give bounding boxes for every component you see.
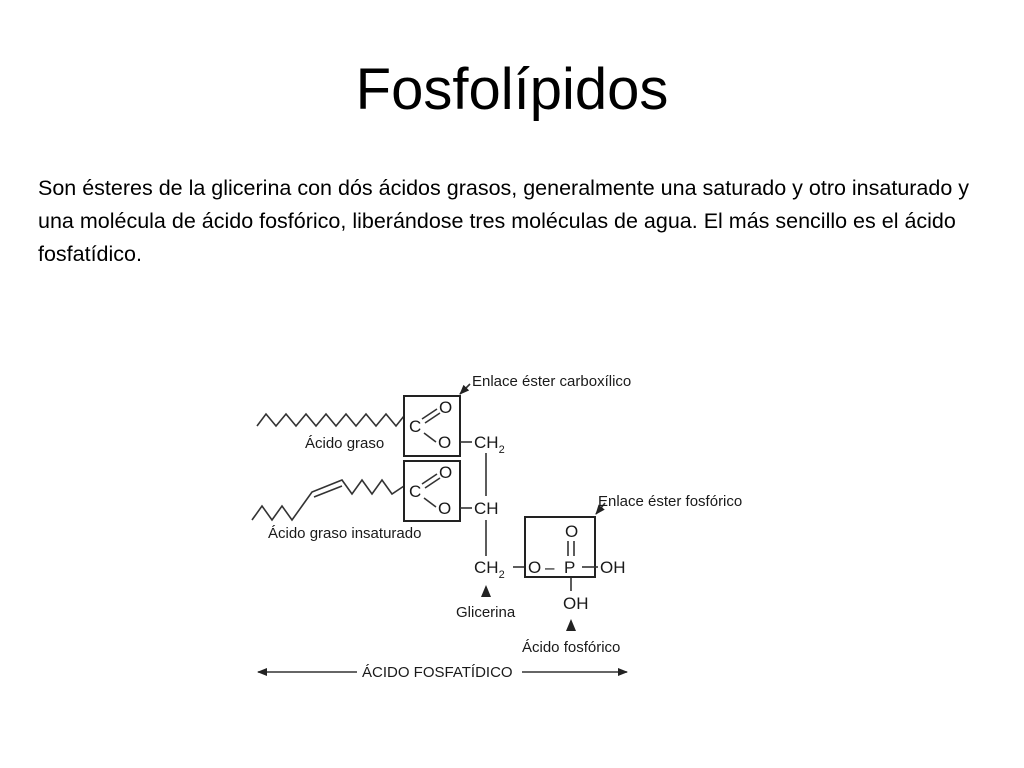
ch2-group-bottom: CH2	[474, 558, 505, 581]
ch2-group-top: CH2	[474, 433, 505, 456]
hydroxyl-bottom: OH	[563, 594, 589, 613]
ch-group: CH	[474, 499, 499, 518]
slide-title: Fosfolípidos	[355, 57, 669, 122]
arrow-ester-fosforico	[595, 502, 606, 515]
carbonyl-double-bond-1a	[421, 408, 438, 420]
label-acido-fosfatidico: ÁCIDO FOSFATÍDICO	[362, 664, 513, 681]
ester-box-unsaturated	[403, 460, 461, 522]
oxygen-atom-phosphate-ester: O	[528, 558, 541, 577]
oxygen-atom-ester-2: O	[438, 499, 451, 518]
carbonyl-double-bond-2b	[424, 477, 441, 489]
oxygen-atom-carbonyl-1: O	[439, 398, 452, 417]
label-ester-fosforico: Enlace éster fosfórico	[598, 493, 742, 510]
arrow-acido-fosforico	[566, 619, 576, 631]
dash-o-p: –	[545, 558, 555, 577]
unsaturated-fatty-acid-chain	[251, 478, 405, 522]
phosphorus-atom: P	[564, 558, 575, 577]
label-acido-fosforico: Ácido fosfórico	[522, 639, 620, 656]
label-ester-carboxilico: Enlace éster carboxílico	[472, 373, 631, 390]
arrow-ester-carboxilico	[459, 383, 471, 395]
label-glicerina: Glicerina	[456, 604, 516, 621]
oxygen-atom-carbonyl-2: O	[439, 463, 452, 482]
carbon-atom-1: C	[409, 417, 421, 436]
slide-body-text: Son ésteres de la glicerina con dós ácid…	[38, 176, 970, 266]
carbonyl-double-bond-1b	[424, 412, 441, 424]
double-bond-line	[313, 485, 343, 498]
ester-box-saturated	[403, 395, 461, 457]
label-acido-graso-insaturado: Ácido graso insaturado	[268, 525, 421, 542]
carbon-atom-2: C	[409, 482, 421, 501]
carbonyl-double-bond-2a	[421, 473, 438, 485]
label-acido-graso: Ácido graso	[305, 435, 384, 452]
hydroxyl-right: OH	[600, 558, 626, 577]
ester-bond-2	[423, 497, 437, 508]
oxygen-atom-ester-1: O	[438, 433, 451, 452]
saturated-fatty-acid-chain	[256, 412, 405, 428]
arrow-glicerina	[481, 585, 491, 597]
ester-bond-1	[423, 432, 437, 443]
phosphate-box	[524, 516, 596, 578]
oxygen-atom-phosphoryl: O	[565, 522, 578, 541]
